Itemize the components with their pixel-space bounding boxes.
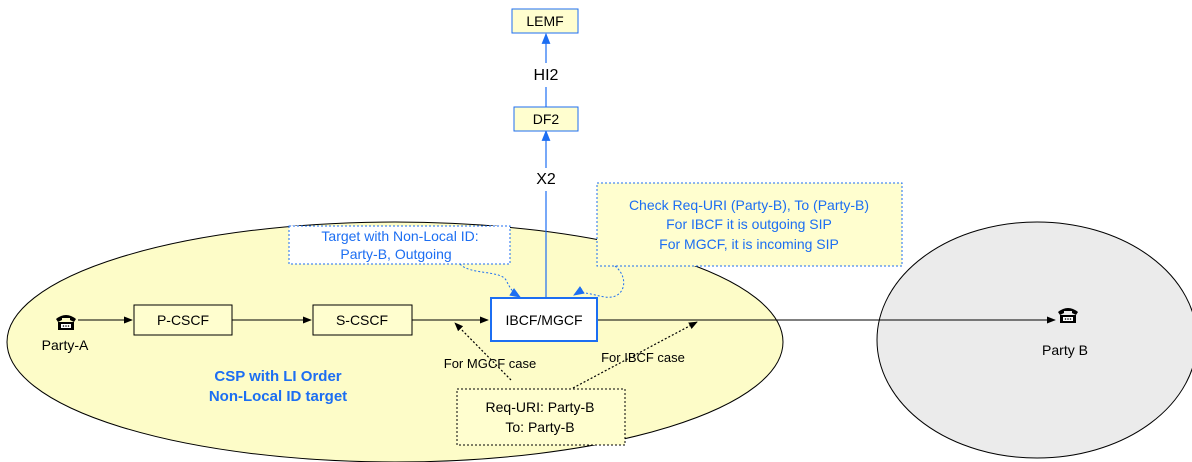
party-b-domain-ellipse <box>876 221 1192 459</box>
ibcf-mgcf-label: IBCF/MGCF <box>506 312 583 328</box>
party-b-phone-icon <box>1058 308 1078 323</box>
p-cscf-label: P-CSCF <box>157 312 209 328</box>
request-box-line-1: Req-URI: Party-B <box>486 399 595 415</box>
party-a-phone-icon <box>56 315 76 330</box>
lemf-box <box>511 8 579 34</box>
mgcf-case-arrow <box>454 322 512 381</box>
request-box-line-2: To: Party-B <box>505 419 574 435</box>
s-cscf-label: S-CSCF <box>336 312 388 328</box>
target-callout-line-1: Target with Non-Local ID: <box>321 228 478 244</box>
x2-label: X2 <box>536 171 556 188</box>
df2-label: DF2 <box>533 111 560 127</box>
target-callout-connector <box>459 263 521 298</box>
p-cscf-box <box>133 304 233 336</box>
csp-label-line-2: Non-Local ID target <box>209 388 347 405</box>
ibcf-case-arrow <box>572 321 698 389</box>
lemf-label: LEMF <box>526 13 563 29</box>
mgcf-case-label: For MGCF case <box>444 356 536 371</box>
request-box <box>456 388 626 446</box>
target-callout-line-2: Party-B, Outgoing <box>340 246 451 262</box>
party-b-label: Party B <box>1042 342 1088 358</box>
s-cscf-box <box>312 304 413 336</box>
party-a-label: Party-A <box>42 337 89 353</box>
hi2-label: HI2 <box>534 67 559 84</box>
df2-box <box>513 106 579 132</box>
ibcf-case-label: For IBCF case <box>601 350 685 365</box>
check-callout-box <box>596 182 903 267</box>
check-callout-line-2: For IBCF it is outgoing SIP <box>666 216 832 232</box>
target-callout-box <box>288 225 511 265</box>
csp-label-line-1: CSP with LI Order <box>214 368 341 385</box>
ibcf-mgcf-box <box>490 297 598 342</box>
check-callout-line-3: For MGCF, it is incoming SIP <box>659 236 839 252</box>
check-callout-line-1: Check Req-URI (Party-B), To (Party-B) <box>629 197 869 213</box>
